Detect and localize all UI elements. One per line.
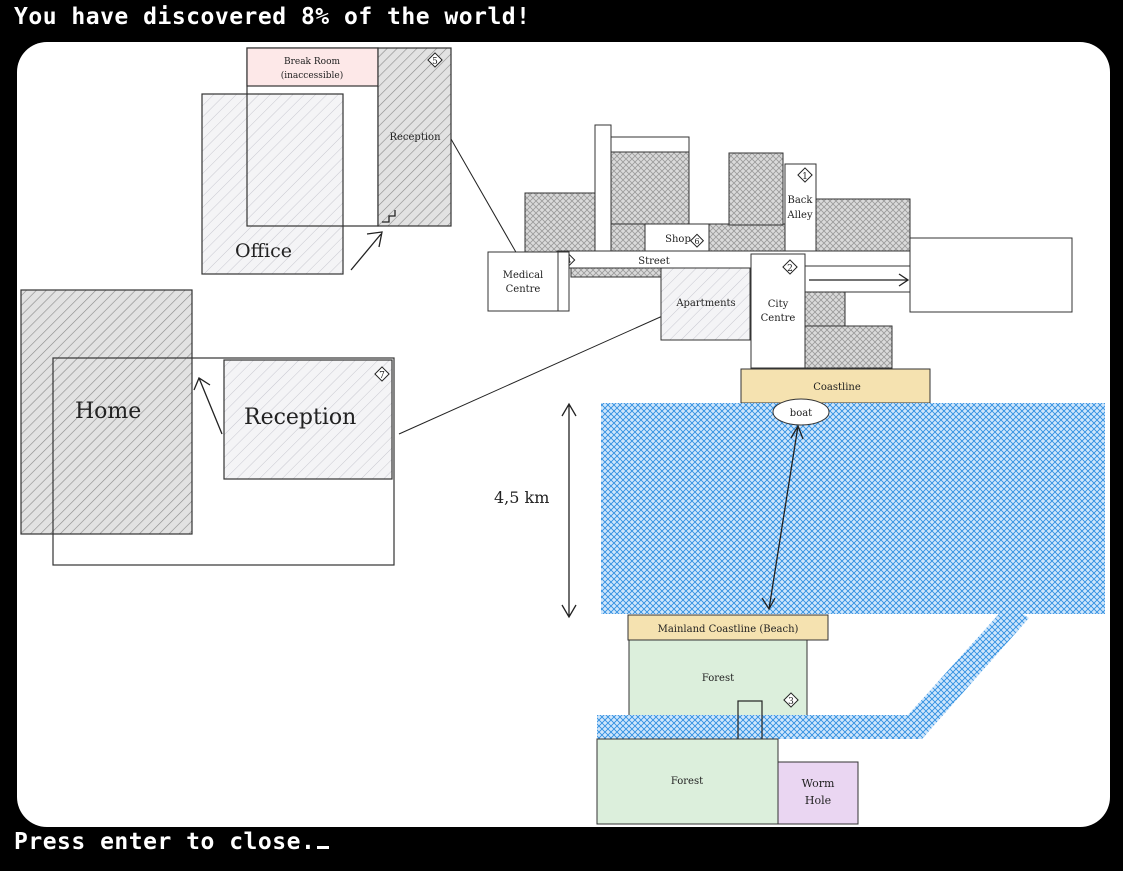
medical-centre-label-2: Centre xyxy=(506,284,541,295)
river xyxy=(597,605,1029,739)
building xyxy=(570,267,662,278)
stairs-icon xyxy=(382,210,396,223)
building xyxy=(708,223,786,253)
shop-label: Shop xyxy=(665,234,691,245)
building xyxy=(524,192,597,253)
break-room-note: (inaccessible) xyxy=(281,70,344,81)
ferry-route-arrow-icon xyxy=(761,424,804,611)
boat-label: boat xyxy=(790,408,812,419)
city-centre-label-1: City xyxy=(768,299,789,310)
road-to-east xyxy=(804,265,911,293)
boat xyxy=(772,398,830,426)
sea xyxy=(601,403,1105,614)
world-map: Break Room (inaccessible) Reception 5 Of… xyxy=(20,47,1105,825)
close-prompt-text: Press enter to close. xyxy=(14,829,316,855)
back-alley-label-2: Alley xyxy=(786,210,813,221)
marker-5-icon: 5 xyxy=(427,52,443,68)
distance-arrow-icon xyxy=(561,402,577,619)
worm-hole-label-2: Hole xyxy=(805,794,831,807)
coastline-label: Coastline xyxy=(813,382,861,393)
discovery-progress-text: You have discovered 8% of the world! xyxy=(14,4,531,30)
svg-text:6: 6 xyxy=(694,237,699,246)
east-area xyxy=(909,237,1073,313)
marker-1-icon: 1 xyxy=(797,167,813,183)
svg-text:5: 5 xyxy=(432,57,438,67)
reception-home-label: Reception xyxy=(244,405,356,430)
city-centre xyxy=(750,253,806,369)
close-prompt: Press enter to close. xyxy=(14,829,330,855)
distance-label: 4,5 km xyxy=(494,488,549,507)
building xyxy=(610,223,646,253)
svg-text:3: 3 xyxy=(788,697,794,707)
marker-7-icon: 7 xyxy=(374,366,390,382)
break-room xyxy=(246,47,379,87)
home-outline xyxy=(52,357,395,566)
street-label: Street xyxy=(638,256,670,267)
mainland-coastline xyxy=(627,614,829,641)
building xyxy=(728,152,784,226)
forest-upper-label: Forest xyxy=(702,673,734,684)
mainland-coastline-label: Mainland Coastline (Beach) xyxy=(658,624,799,635)
building xyxy=(610,136,690,154)
svg-text:1: 1 xyxy=(802,172,808,182)
world-map-panel: Break Room (inaccessible) Reception 5 Of… xyxy=(17,42,1110,827)
marker-2-icon: 2 xyxy=(782,259,798,275)
connector-line xyxy=(450,138,518,255)
svg-text:7: 7 xyxy=(379,371,385,381)
city-centre-label-2: Centre xyxy=(761,313,796,324)
office-room xyxy=(201,93,344,275)
office-arrow-icon xyxy=(350,231,383,271)
text-cursor xyxy=(317,846,330,849)
forest-lower xyxy=(596,738,779,825)
reception-home-room xyxy=(223,359,393,480)
break-room-label: Break Room xyxy=(284,57,341,67)
east-arrow-icon xyxy=(809,273,910,287)
coastline xyxy=(740,368,931,404)
apartments-label: Apartments xyxy=(675,298,735,309)
building xyxy=(815,198,911,252)
reception-top-room xyxy=(377,47,452,227)
forest-lower-label: Forest xyxy=(671,776,703,787)
building xyxy=(804,291,846,327)
apartments xyxy=(660,267,751,341)
back-alley-label-1: Back xyxy=(788,195,814,206)
marker-3-icon: 3 xyxy=(783,692,799,708)
building xyxy=(804,325,893,369)
connector-line xyxy=(398,313,668,435)
worm-hole-label-1: Worm xyxy=(802,777,835,790)
medical-centre-label-1: Medical xyxy=(503,270,544,281)
office-label: Office xyxy=(235,240,292,262)
medical-centre xyxy=(487,251,559,312)
reception-top-label: Reception xyxy=(389,132,441,143)
marker-6-icon: 6 xyxy=(689,233,705,248)
home-room xyxy=(20,289,193,535)
forest-upper xyxy=(628,639,808,717)
home-arrow-icon xyxy=(193,377,223,435)
street xyxy=(556,250,911,269)
worm-hole xyxy=(777,761,859,825)
building xyxy=(610,151,690,225)
svg-text:2: 2 xyxy=(787,264,793,274)
building xyxy=(557,251,570,312)
home-label: Home xyxy=(75,399,141,424)
building xyxy=(594,124,612,252)
